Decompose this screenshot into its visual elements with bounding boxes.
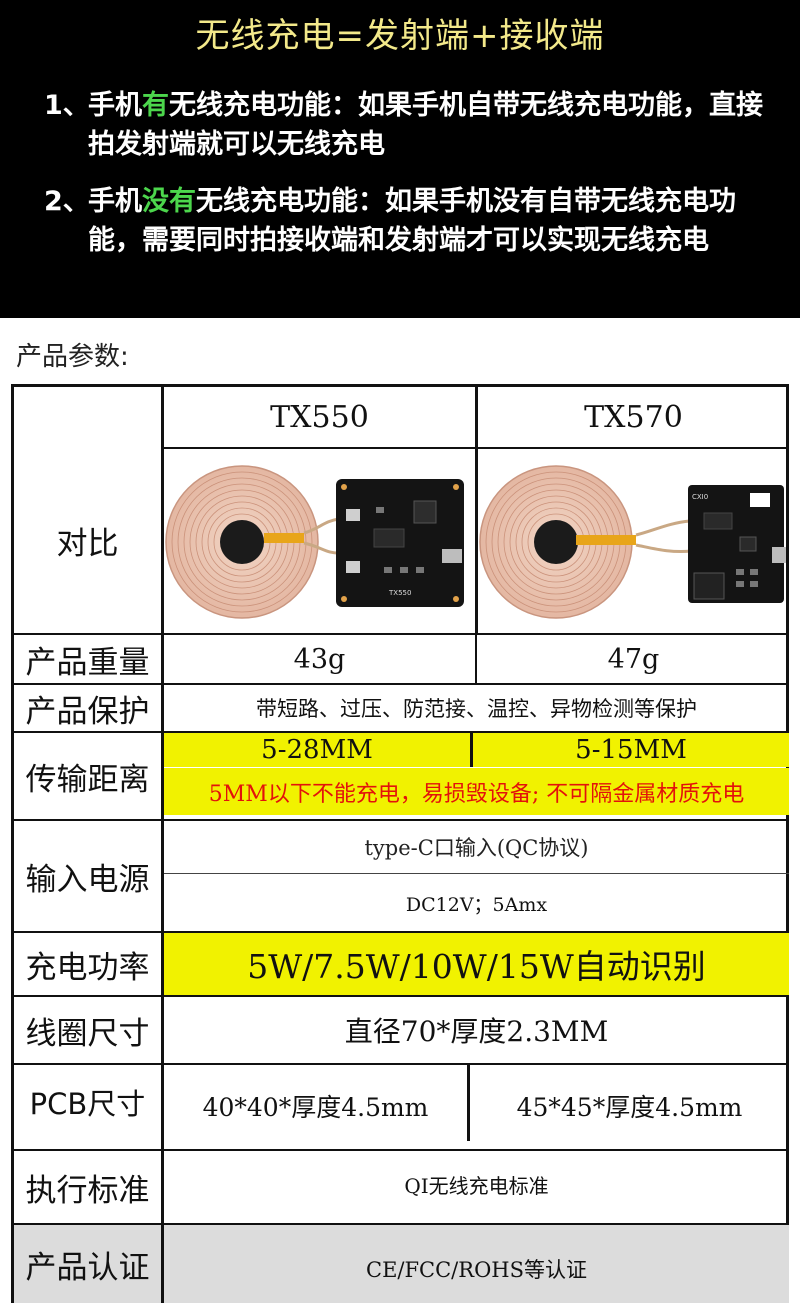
pcb-label: PCB尺寸 xyxy=(29,1087,146,1121)
pcb-silkscreen: TX550 xyxy=(388,589,411,597)
power-value: 5W/7.5W/10W/15W自动识别 xyxy=(164,933,789,995)
banner-title: 无线充电=发射端+接收端 xyxy=(195,16,605,56)
row-divider xyxy=(14,633,789,635)
label-divider xyxy=(161,387,164,1303)
cert-value: CE/FCC/ROHS等认证 xyxy=(164,1225,789,1303)
model-header-tx550: TX550 xyxy=(270,399,369,435)
distance-warning: 5MM以下不能充电，易损毁设备; 不可隔金属材质充电 xyxy=(164,768,789,815)
row-divider xyxy=(14,1063,789,1065)
cert-label: 产品认证 xyxy=(14,1225,161,1303)
row-divider xyxy=(14,1223,789,1225)
pcb-tx570: 45*45*厚度4.5mm xyxy=(516,1093,743,1122)
row-divider xyxy=(14,1149,789,1151)
weight-tx570: 47g xyxy=(607,643,660,675)
row-divider xyxy=(14,819,789,821)
protection-label: 产品保护 xyxy=(25,693,150,730)
row-divider xyxy=(161,447,789,449)
tx550-product-image: TX550 xyxy=(165,465,464,619)
row-divider xyxy=(14,731,789,733)
input-voltage: DC12V；5Amx xyxy=(405,893,548,916)
input-label: 输入电源 xyxy=(25,861,150,898)
row-divider xyxy=(14,995,789,997)
highlight-has: 有 xyxy=(142,90,169,121)
parameter-table: TX550 TX570 对比 TX550 xyxy=(11,384,789,1303)
model-divider xyxy=(475,387,478,633)
point-has-wireless: 1、 手机有无线充电功能：如果手机自带无线充电功能，直接拍发射端就可以无线充电 xyxy=(44,86,784,164)
standard-value: QI无线充电标准 xyxy=(404,1173,549,1198)
row-divider xyxy=(14,683,789,685)
point-text: 手机有无线充电功能：如果手机自带无线充电功能，直接拍发射端就可以无线充电 xyxy=(88,90,763,160)
input-sub-divider xyxy=(164,873,789,874)
standard-label: 执行标准 xyxy=(25,1172,150,1209)
highlight-not-have: 没有 xyxy=(142,186,196,217)
coil-value: 直径70*厚度2.3MM xyxy=(344,1015,609,1048)
point-text: 手机没有无线充电功能：如果手机没有自带无线充电功能，需要同时拍接收端和发射端才可… xyxy=(88,186,736,256)
power-label: 充电功率 xyxy=(25,949,150,986)
row-divider xyxy=(14,931,789,933)
weight-tx550: 43g xyxy=(293,643,346,675)
distance-divider xyxy=(470,733,473,767)
tx570-product-image: CXI0 xyxy=(479,465,786,619)
pcb-divider xyxy=(467,1065,470,1141)
model-header-tx570: TX570 xyxy=(584,399,683,435)
pcb-silkscreen: CXI0 xyxy=(692,493,708,501)
point-no-wireless: 2、 手机没有无线充电功能：如果手机没有自带无线充电功能，需要同时拍接收端和发射… xyxy=(44,182,784,260)
intro-banner: 无线充电=发射端+接收端 1、 手机有无线充电功能：如果手机自带无线充电功能，直… xyxy=(0,0,800,318)
point-number: 2、 xyxy=(44,186,90,217)
protection-value: 带短路、过压、防范接、温控、异物检测等保护 xyxy=(256,697,697,721)
weight-label: 产品重量 xyxy=(25,644,150,681)
distance-tx570: 5-15MM xyxy=(473,733,789,767)
section-label: 产品参数: xyxy=(16,342,129,372)
input-port: type-C口输入(QC协议) xyxy=(364,836,589,860)
weight-divider xyxy=(475,635,477,683)
compare-label: 对比 xyxy=(56,525,119,562)
distance-tx550: 5-28MM xyxy=(164,733,470,767)
point-number: 1、 xyxy=(44,90,90,121)
distance-label: 传输距离 xyxy=(25,761,150,798)
pcb-tx550: 40*40*厚度4.5mm xyxy=(202,1093,429,1122)
coil-label: 线圈尺寸 xyxy=(25,1015,150,1052)
